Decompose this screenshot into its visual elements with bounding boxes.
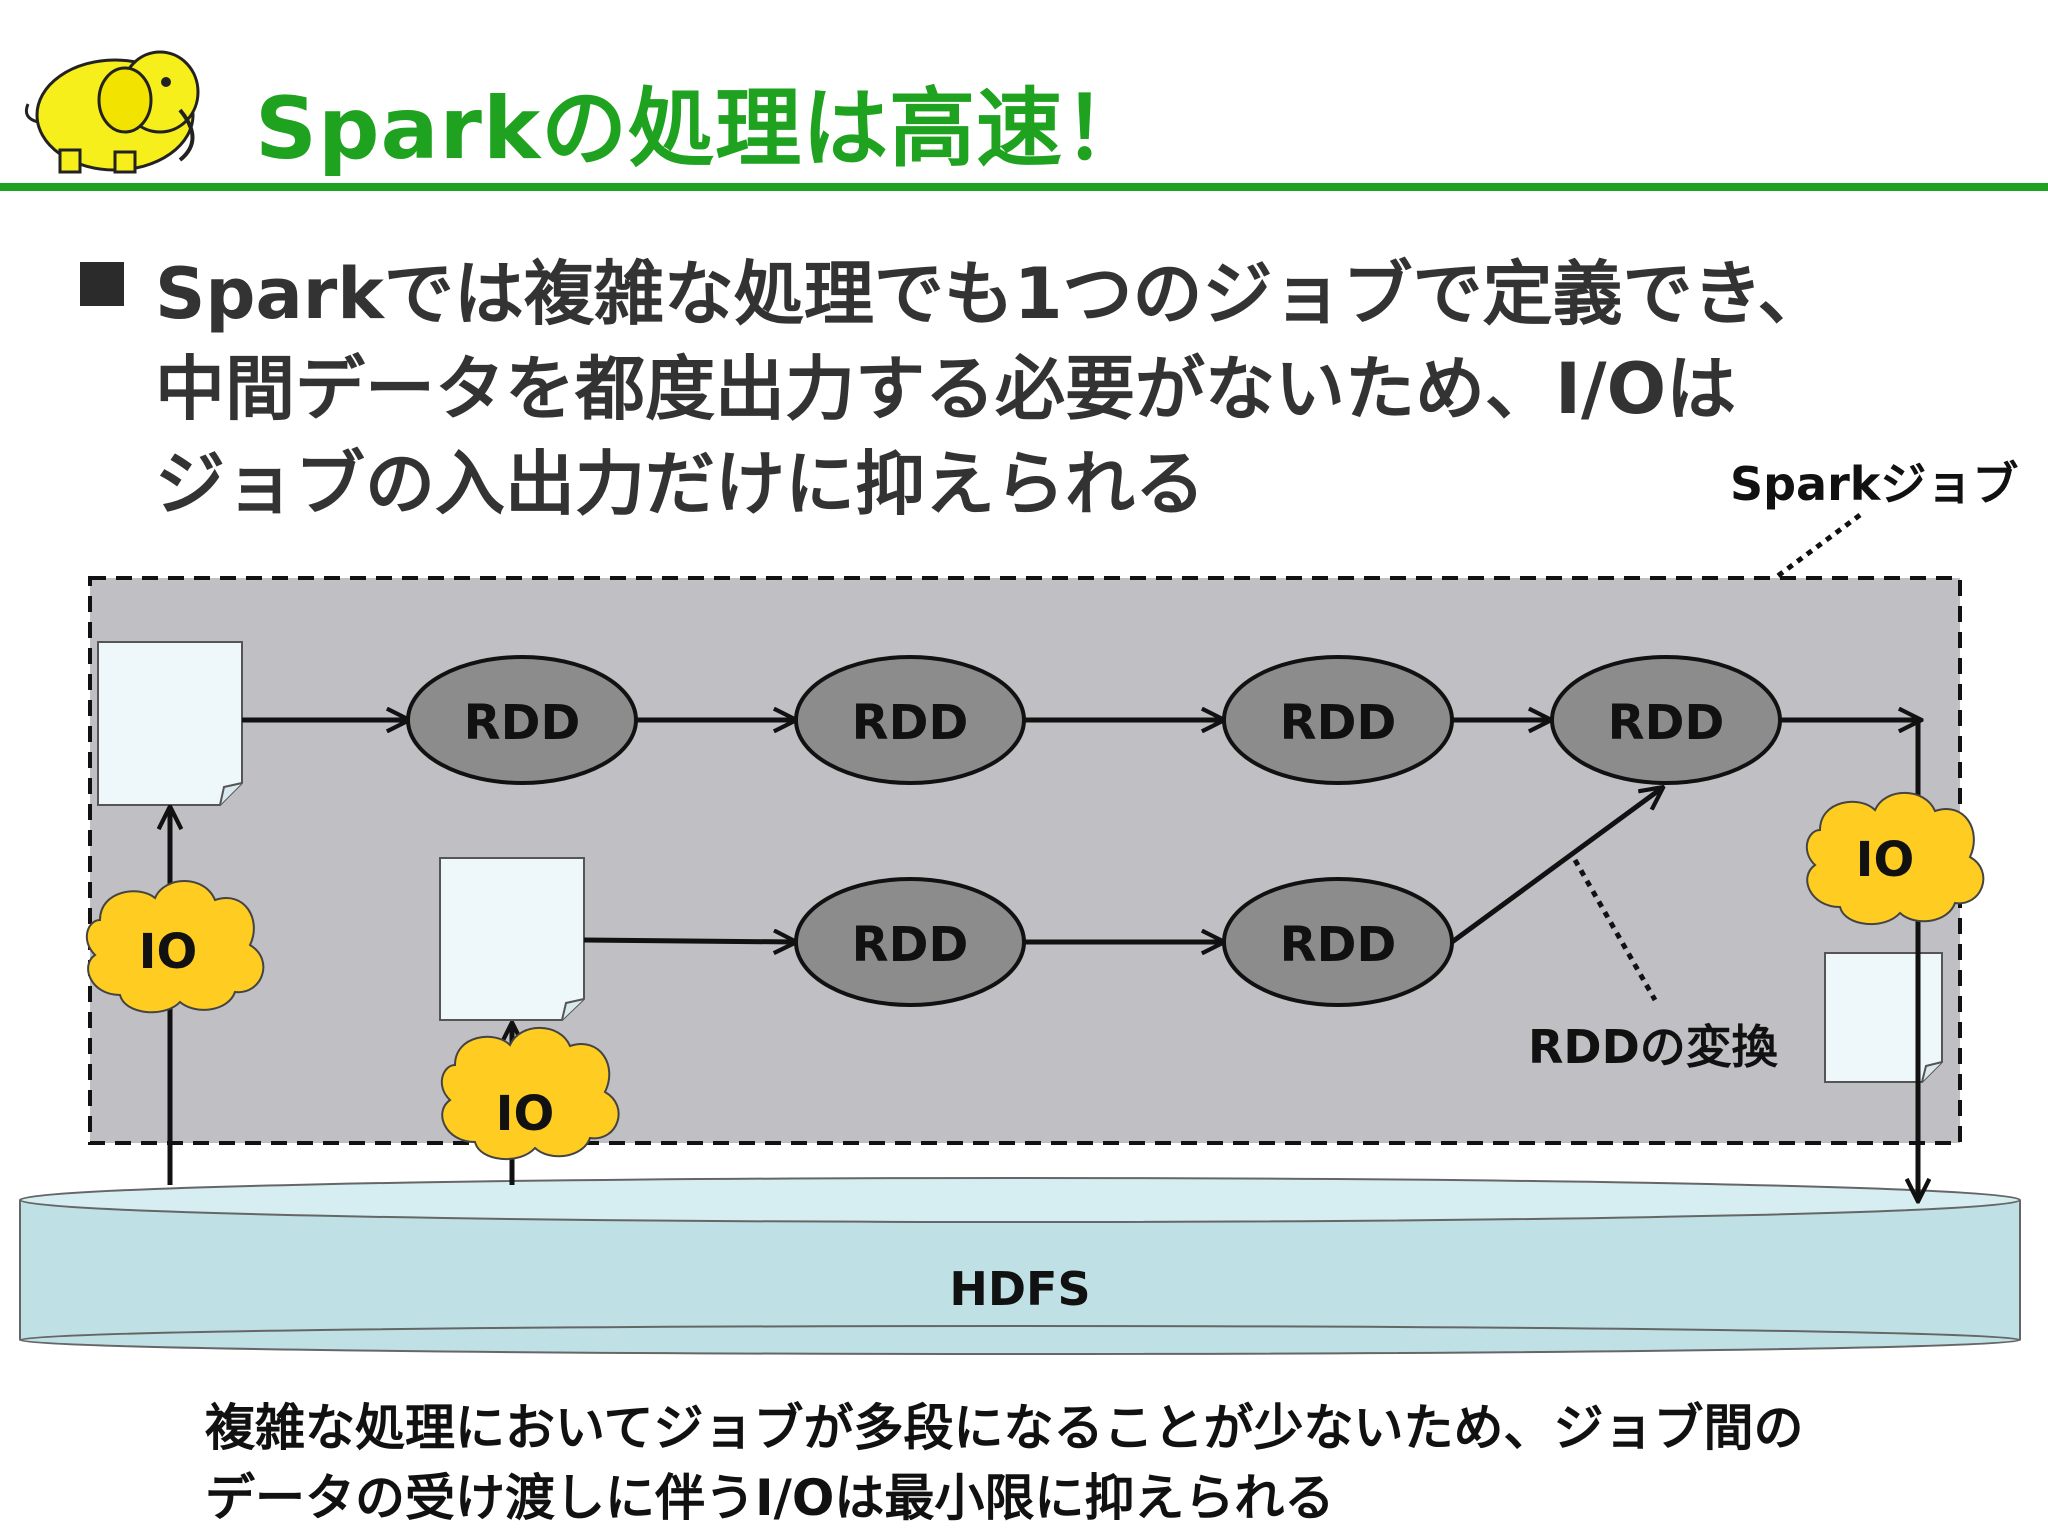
slide-title: Sparkの処理は高速！ [255,79,1151,179]
bullet-line-1: Sparkでは複雑な処理でも1つのジョブで定義でき、 [155,253,1828,335]
svg-text:RDD: RDD [852,917,969,973]
io-cloud-3: IO [1805,791,1985,925]
svg-text:RDD: RDD [852,695,969,751]
hdfs-storage [19,1177,2021,1355]
rdd-node-6: RDD [1222,877,1454,1007]
bottom-note-line-1: 複雑な処理においてジョブが多段になることが少ないため、ジョブ間の [205,1399,1804,1457]
input-document-1 [97,641,243,806]
io-cloud-2: IO [440,1026,620,1160]
input-document-2 [439,857,585,1021]
rdd-transform-label: RDDの変換 [1528,1020,1779,1074]
rdd-node-5: RDD [794,877,1026,1007]
bullet-line-2: 中間データを都度出力する必要がないため、I/Oは [155,348,1737,430]
svg-text:IO: IO [139,924,198,980]
job-label-leader [1773,512,1862,581]
transform-label-leader [1572,858,1658,1002]
spark-job-diagram: Sparkジョブ HDFS RDD [19,457,2021,1355]
square-bullet-icon [80,262,124,306]
output-document [1824,952,1943,1083]
rdd-node-2: RDD [794,655,1026,785]
rdd-node-3: RDD [1222,655,1454,785]
rdd-node-1: RDD [406,655,638,785]
bottom-note-line-2: データの受け渡しに伴うI/Oは最小限に抑えられる [205,1469,1335,1527]
svg-text:RDD: RDD [464,695,581,751]
bullet-line-3: ジョブの入出力だけに抑えられる [155,443,1205,525]
svg-text:IO: IO [1856,832,1915,888]
svg-text:RDD: RDD [1280,917,1397,973]
rdd-node-4: RDD [1550,655,1782,785]
title-divider [0,183,2048,191]
svg-text:RDD: RDD [1608,695,1725,751]
io-cloud-1: IO [85,880,265,1014]
svg-text:IO: IO [496,1086,555,1142]
hdfs-label: HDFS [949,1262,1090,1316]
spark-job-label: Sparkジョブ [1730,457,2018,511]
elephant-logo-icon [24,50,200,174]
svg-text:RDD: RDD [1280,695,1397,751]
